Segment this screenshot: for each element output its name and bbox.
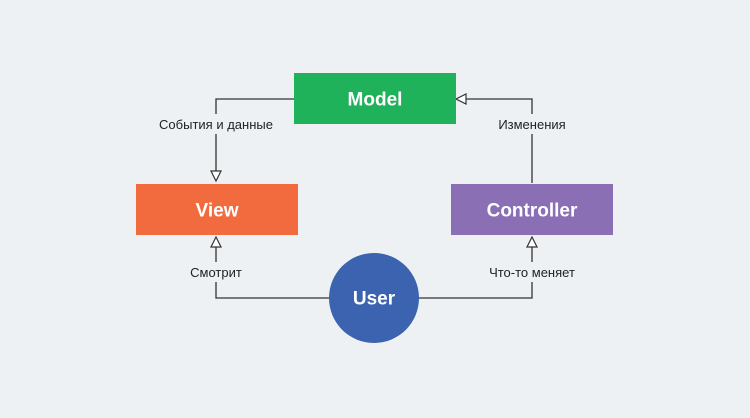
user-node: User [329, 253, 419, 343]
edge-label-user-to-view: Смотрит [190, 265, 242, 280]
model-label: Model [348, 90, 403, 111]
edge-label-bg-controller-model [494, 114, 570, 134]
controller-box [451, 184, 613, 235]
model-box [294, 73, 456, 124]
arrowhead-into-model-right [454, 93, 467, 105]
view-box [136, 184, 298, 235]
controller-label: Controller [487, 201, 578, 222]
edge-label-bg-model-view [154, 114, 278, 134]
edge-controller-to-model [466, 98, 533, 183]
edge-label-user-to-controller: Что-то меняет [489, 265, 575, 280]
edge-model-to-view [215, 98, 294, 172]
model-node: Model [294, 73, 456, 124]
view-node: View [136, 184, 298, 235]
arrowhead-into-view-bottom [210, 235, 222, 248]
view-label: View [196, 201, 239, 222]
user-label: User [353, 289, 396, 310]
edge-label-controller-to-model: Изменения [498, 117, 565, 132]
edge-label-model-to-view: События и данные [159, 117, 273, 132]
user-circle [329, 253, 419, 343]
edge-label-bg-user-view [184, 262, 248, 282]
edge-label-bg-user-controller [484, 262, 580, 282]
arrowhead-into-view-top [210, 170, 222, 183]
arrowhead-into-controller-bottom [526, 235, 538, 248]
controller-node: Controller [451, 184, 613, 235]
